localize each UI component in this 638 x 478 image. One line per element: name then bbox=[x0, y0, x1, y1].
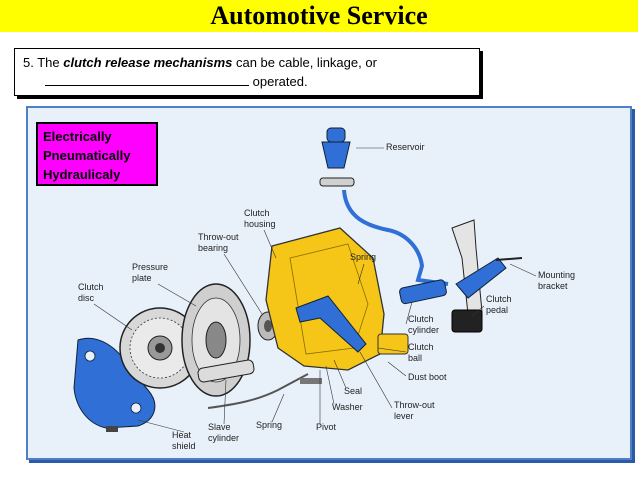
answer-options-box: Electrically Pneumatically Hydraulicaly bbox=[36, 122, 158, 186]
question-line-2: operated. bbox=[23, 72, 471, 91]
question-line-1: 5. The clutch release mechanisms can be … bbox=[23, 53, 471, 72]
label-pivot: Pivot bbox=[316, 422, 337, 432]
label-throwout-lever-1: Throw-out bbox=[394, 400, 435, 410]
question-number: 5. bbox=[23, 55, 34, 70]
pedal-arm bbox=[455, 257, 507, 299]
answer-pneumatically: Pneumatically bbox=[43, 148, 131, 163]
answer-hydraulicaly: Hydraulicaly bbox=[43, 167, 121, 182]
question-end: operated. bbox=[252, 74, 308, 89]
label-clutch-disc-1: Clutch bbox=[78, 282, 104, 292]
label-clutch-cylinder-1: Clutch bbox=[408, 314, 434, 324]
label-clutch-ball-2: ball bbox=[408, 353, 422, 363]
label-pressure-plate-1: Pressure bbox=[132, 262, 168, 272]
label-dust-boot: Dust boot bbox=[408, 372, 447, 382]
label-slave-cylinder-1: Slave bbox=[208, 422, 231, 432]
clutch-pedal-shape bbox=[451, 309, 483, 333]
throwout-lever-shape bbox=[295, 295, 367, 353]
label-clutch-housing-1: Clutch bbox=[244, 208, 270, 218]
label-throwout-bearing-1: Throw-out bbox=[198, 232, 239, 242]
label-heat-shield-1: Heat bbox=[172, 430, 192, 440]
label-spring-top: Spring bbox=[350, 252, 376, 262]
label-clutch-pedal-2: pedal bbox=[486, 305, 508, 315]
label-mounting-bracket-2: bracket bbox=[538, 281, 568, 291]
mounting-bracket-shape bbox=[451, 219, 483, 315]
label-clutch-housing-2: housing bbox=[244, 219, 276, 229]
title-bar: Automotive Service bbox=[0, 0, 638, 32]
question-pre: The bbox=[37, 55, 60, 70]
label-clutch-cylinder-2: cylinder bbox=[408, 325, 439, 335]
label-clutch-pedal-1: Clutch bbox=[486, 294, 512, 304]
label-heat-shield-2: shield bbox=[172, 441, 196, 451]
answer-electrically: Electrically bbox=[43, 129, 112, 144]
label-spring-bottom: Spring bbox=[256, 420, 282, 430]
slave-cylinder-shape bbox=[197, 359, 255, 383]
question-post: can be cable, linkage, or bbox=[235, 55, 377, 70]
clutch-disc-shape bbox=[119, 307, 201, 389]
clutch-cylinder-shape bbox=[399, 279, 447, 305]
label-clutch-ball-1: Clutch bbox=[408, 342, 434, 352]
reservoir-shape bbox=[319, 127, 355, 187]
slide-title: Automotive Service bbox=[210, 1, 428, 30]
label-washer: Washer bbox=[332, 402, 363, 412]
label-clutch-disc-2: disc bbox=[78, 293, 95, 303]
clutch-diagram: Reservoir Clutch housing Throw-out beari… bbox=[73, 127, 575, 451]
label-seal: Seal bbox=[344, 386, 362, 396]
answer-blank bbox=[45, 74, 249, 86]
label-throwout-bearing-2: bearing bbox=[198, 243, 228, 253]
hydraulic-line bbox=[342, 189, 449, 286]
question-emphasis: clutch release mechanisms bbox=[63, 55, 233, 70]
question-box: 5. The clutch release mechanisms can be … bbox=[14, 48, 480, 96]
label-throwout-lever-2: lever bbox=[394, 411, 414, 421]
label-pressure-plate-2: plate bbox=[132, 273, 152, 283]
label-reservoir: Reservoir bbox=[386, 142, 425, 152]
label-slave-cylinder-2: cylinder bbox=[208, 433, 239, 443]
leader-lines bbox=[93, 229, 537, 433]
label-mounting-bracket-1: Mounting bbox=[538, 270, 575, 280]
